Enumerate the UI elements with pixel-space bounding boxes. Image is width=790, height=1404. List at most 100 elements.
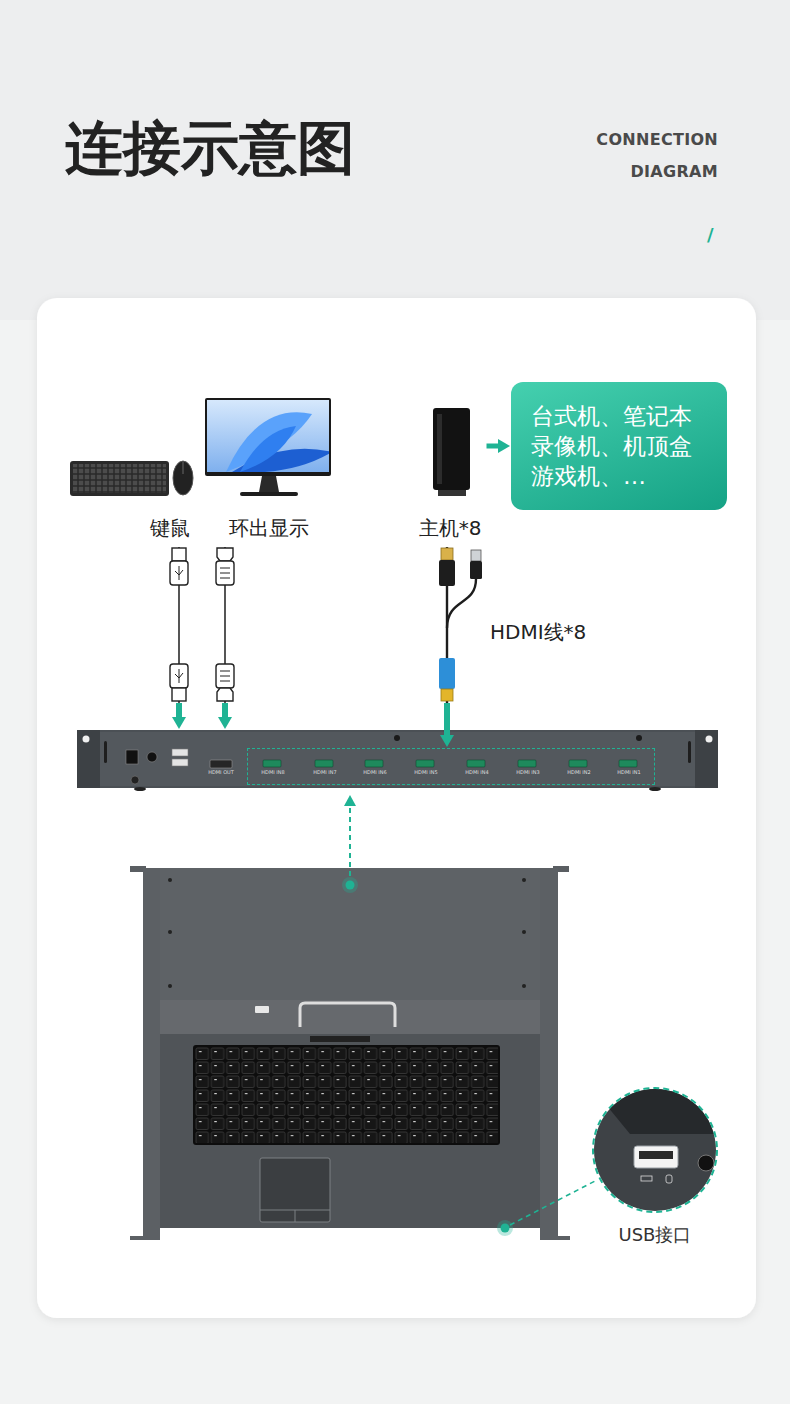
dashed-arrow [349, 804, 351, 876]
hdmi-plug-tip [217, 688, 233, 701]
card [37, 298, 756, 1318]
port-label: HDMI IN2 [567, 770, 590, 776]
hdmi-input-group: HDMI IN8HDMI IN7HDMI IN6HDMI IN5HDMI IN4… [247, 748, 655, 785]
rack-rail [143, 868, 160, 1240]
peripheral-node: 键鼠 [68, 455, 198, 541]
mouse-icon [666, 1175, 672, 1183]
rack-tab [130, 1236, 160, 1240]
mouse-line [183, 462, 184, 474]
hdmi-port [315, 760, 333, 767]
rack-ear [695, 730, 718, 788]
keyboard-body [70, 461, 169, 496]
hdmi-out-port [210, 760, 232, 768]
screw [636, 735, 642, 741]
indicator-strip [310, 1036, 370, 1042]
touchpad [260, 1158, 330, 1222]
zoom-ring [593, 1088, 717, 1212]
monitor-neck [259, 476, 279, 492]
grip-lines [220, 568, 230, 578]
title: 连接示意图 [65, 114, 355, 184]
usb-plug-tip [172, 688, 186, 701]
port-label: HDMI OUT [208, 770, 234, 776]
zoom-view [590, 1085, 720, 1215]
hdmi-port [416, 760, 434, 767]
hdmi-port [263, 760, 281, 767]
ear-hole [706, 736, 713, 743]
port-label: HDMI IN4 [465, 770, 488, 776]
cable-branch [447, 579, 476, 628]
arrow-connector [487, 444, 501, 449]
foot [134, 787, 146, 791]
screw [522, 930, 526, 934]
switch-body [77, 730, 718, 788]
hdmi-port [365, 760, 383, 767]
screw [168, 878, 172, 882]
hdmi-plug-body [216, 664, 234, 688]
hdmi-plug-tip [441, 689, 453, 701]
console-tray [160, 1000, 540, 1228]
monitor-frame [205, 398, 331, 476]
usb-plug-tip [172, 548, 186, 561]
usb-symbol [175, 669, 183, 683]
latch [255, 1006, 269, 1013]
handle [300, 1003, 395, 1027]
console-keyboard [193, 1045, 500, 1145]
foot [649, 787, 661, 791]
kvm-switch: HDMI OUT HDMI IN8HDMI IN7HDMI IN6HDMI IN5… [77, 730, 718, 788]
rack-rail [540, 868, 558, 1240]
hdmi-port [467, 760, 485, 767]
console-keys [195, 1047, 498, 1143]
host-node: 主机*8 [416, 404, 485, 541]
accent-slash: / [707, 224, 714, 246]
screw [522, 984, 526, 988]
hotspot-dot [346, 881, 355, 890]
hdmi-port [619, 760, 637, 767]
rack-tab [540, 1236, 570, 1240]
cable-label: HDMI线*8 [490, 619, 586, 645]
screw [168, 930, 172, 934]
host-foot [438, 490, 466, 496]
grip-lines [220, 671, 230, 681]
hdmi-in-ports [263, 760, 637, 767]
touchpad-buttons [295, 1210, 296, 1222]
ground-post [131, 776, 139, 784]
port-label: HDMI IN1 [617, 770, 640, 776]
usb-port [172, 749, 188, 756]
display-node: 环出显示 [203, 396, 335, 541]
ear-slot [104, 741, 107, 763]
hdmi-plug-body [216, 561, 234, 585]
arrow-shaft [222, 703, 228, 720]
keyboard-icon [641, 1176, 652, 1181]
node-label: 键鼠 [150, 515, 190, 541]
power-jack [147, 752, 157, 762]
arrow-shaft [176, 703, 182, 720]
screw [394, 735, 400, 741]
hotspot-dot [501, 1224, 510, 1233]
hdmi-plug-tip [217, 548, 233, 561]
console-lid [160, 868, 540, 1000]
hotspot-halo [497, 1220, 513, 1236]
port-label: HDMI IN8 [261, 770, 284, 776]
audio-jack [698, 1155, 714, 1171]
mouse [173, 461, 193, 495]
usb-port [172, 759, 188, 766]
zoom-shadow [590, 1085, 720, 1134]
node-label: 主机*8 [419, 515, 482, 541]
hotspot-halo [342, 877, 358, 893]
hdmi-plug-tip [441, 548, 453, 560]
host-stripe [437, 414, 442, 484]
screw [168, 984, 172, 988]
usb-plug-body [170, 664, 188, 688]
host-tower [433, 408, 470, 490]
arrow-shaft [444, 703, 450, 738]
node-label: USB接口 [619, 1223, 692, 1246]
hdmi-port [518, 760, 536, 767]
port-label: HDMI IN3 [516, 770, 539, 776]
wallpaper [226, 412, 329, 472]
usb-tongue [639, 1151, 673, 1159]
ear-hole [83, 736, 90, 743]
switch-face [100, 732, 695, 786]
